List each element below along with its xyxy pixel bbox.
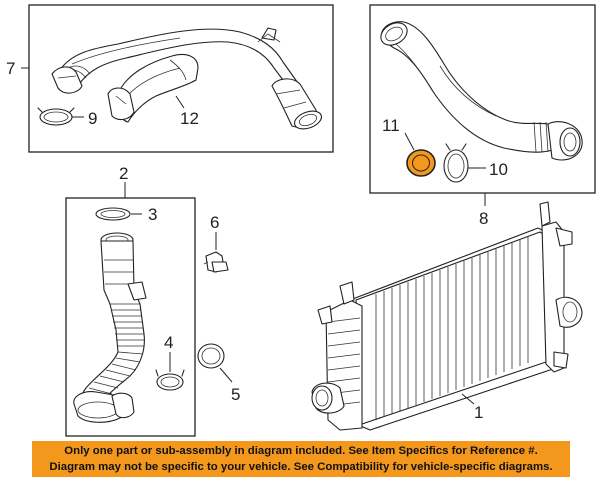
seal-5 — [197, 343, 225, 369]
callout-6: 6 — [210, 213, 219, 232]
clamp-10 — [443, 143, 469, 183]
clamp-9 — [37, 107, 75, 126]
clamp-3 — [95, 207, 131, 221]
clamp-4 — [155, 369, 185, 391]
callout-1: 1 — [474, 403, 483, 422]
group-box-2 — [65, 197, 196, 437]
callout-10: 10 — [489, 160, 508, 179]
callout-12: 12 — [180, 109, 199, 128]
upper-air-hose — [51, 27, 322, 130]
disclaimer-banner: Only one part or sub-assembly in diagram… — [32, 441, 570, 477]
callout-7: 7 — [6, 59, 15, 78]
charge-air-hose — [380, 21, 583, 161]
callout-11: 11 — [382, 116, 400, 135]
o-ring-11 — [406, 149, 436, 177]
disclaimer-line-2: Diagram may not be specific to your vehi… — [49, 461, 553, 473]
air-duct-12 — [107, 53, 199, 123]
callout-9: 9 — [88, 109, 97, 128]
callout-2: 2 — [119, 164, 128, 183]
group-box-7 — [28, 4, 334, 153]
callout-5: 5 — [231, 385, 240, 404]
callout-3: 3 — [148, 205, 157, 224]
sensor-6 — [203, 251, 229, 273]
inlet-hose — [73, 232, 147, 423]
callout-8: 8 — [479, 209, 488, 228]
disclaimer-line-1: Only one part or sub-assembly in diagram… — [64, 445, 538, 457]
group-box-8 — [369, 4, 596, 194]
intercooler-1 — [311, 201, 583, 431]
callout-4: 4 — [164, 333, 173, 352]
